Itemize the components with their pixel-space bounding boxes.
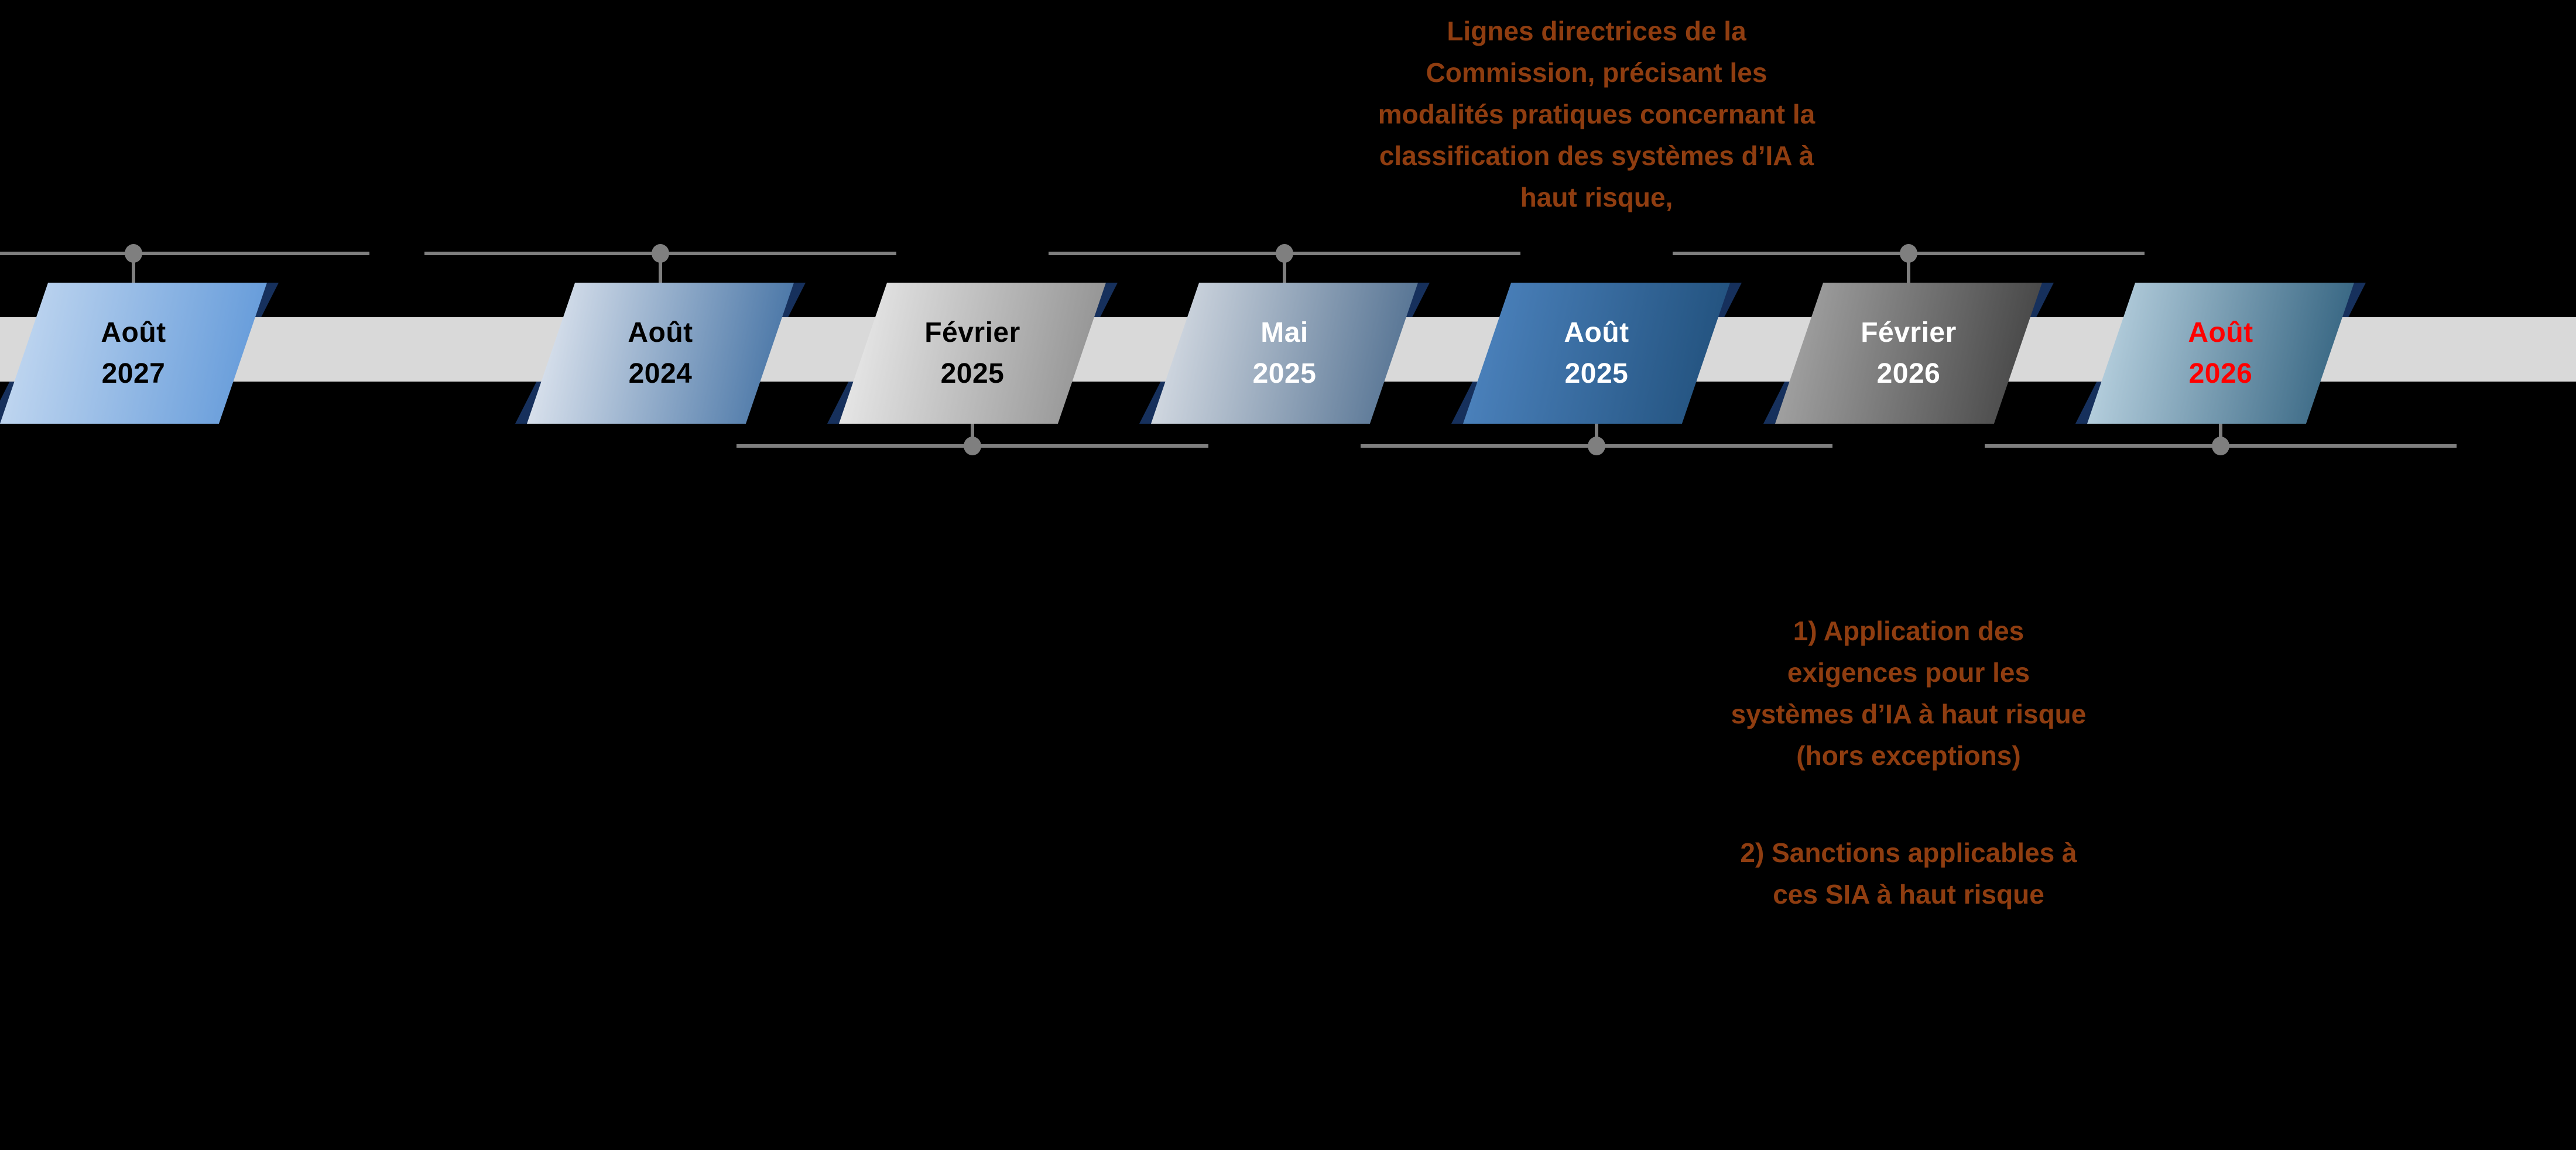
connector-stub	[132, 253, 135, 283]
date-year: 2024	[628, 358, 693, 389]
date-parallelogram: Août 2026	[2087, 283, 2354, 424]
connector-dot	[1276, 244, 1293, 263]
connector-stub	[1907, 253, 1910, 283]
date-month: Février	[924, 317, 1020, 348]
date-year: 2026	[1876, 358, 1941, 389]
connector-dot	[652, 244, 669, 263]
date-label: Février 2026	[1861, 313, 1957, 394]
date-parallelogram: Août 2025	[1463, 283, 1730, 424]
annotation-august-2026: 1) Application des exigences pour les sy…	[1669, 569, 2149, 957]
timeline-item-mai-2025: Mai 2025	[1049, 244, 1520, 424]
connector-stub	[659, 253, 662, 283]
date-month: Mai	[1260, 317, 1308, 348]
timeline-item-fevrier-2026: Février 2026	[1673, 244, 2145, 424]
connector-stub	[971, 424, 974, 446]
date-parallelogram: Mai 2025	[1151, 283, 1418, 424]
timeline-item-aout-2025: Août 2025	[1361, 283, 1832, 455]
connector-dot	[1588, 437, 1605, 455]
date-parallelogram: Août 2024	[527, 283, 794, 424]
timeline-item-aout-2027: Août 2027	[0, 244, 369, 424]
date-label: Août 2026	[2188, 313, 2253, 394]
timeline-item-aout-2024: Août 2024	[424, 244, 896, 424]
connector-dot	[2212, 437, 2229, 455]
date-label: Août 2024	[628, 313, 693, 394]
connector-stub	[1283, 253, 1286, 283]
date-month: Février	[1861, 317, 1957, 348]
date-label: Août 2027	[101, 313, 166, 394]
connector-dot	[125, 244, 142, 263]
timeline-item-fevrier-2025: Février 2025	[737, 283, 1208, 455]
date-parallelogram: Février 2025	[839, 283, 1106, 424]
date-parallelogram: Février 2026	[1775, 283, 2042, 424]
date-month: Août	[101, 317, 166, 348]
annotation-guidelines: Lignes directrices de la Commission, pré…	[1378, 16, 1815, 212]
connector-stub	[2219, 424, 2222, 446]
date-year: 2025	[1564, 358, 1629, 389]
date-month: Août	[628, 317, 693, 348]
date-year: 2025	[940, 358, 1005, 389]
date-parallelogram: Août 2027	[0, 283, 267, 424]
date-year: 2026	[2188, 358, 2253, 389]
connector-dot	[964, 437, 981, 455]
annotation-application-exigences: 1) Application des exigences pour les sy…	[1731, 616, 2087, 771]
connector-stub	[1595, 424, 1598, 446]
date-month: Août	[2188, 317, 2253, 348]
annotation-sanctions: 2) Sanctions applicables à ces SIA à hau…	[1740, 837, 2077, 909]
connector-line	[0, 252, 369, 255]
date-label: Février 2025	[924, 313, 1020, 394]
date-year: 2027	[101, 358, 166, 389]
connector-dot	[1900, 244, 1917, 263]
date-label: Mai 2025	[1253, 313, 1317, 394]
date-month: Août	[1564, 317, 1629, 348]
date-year: 2025	[1252, 358, 1317, 389]
timeline-item-aout-2026: Août 2026	[1985, 283, 2457, 455]
date-label: Août 2025	[1564, 313, 1629, 394]
